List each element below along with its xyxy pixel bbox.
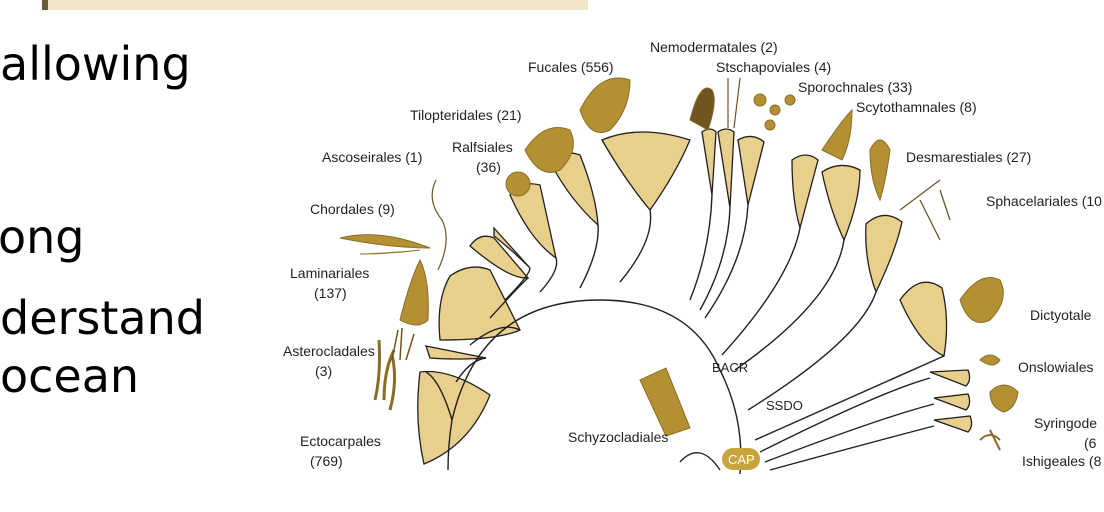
ascoseirales-alga-icon — [432, 180, 446, 270]
label-ishigeales: Ishigeales (8 — [1022, 453, 1102, 469]
branch-onslowiales — [760, 378, 930, 452]
label-schyzocladiales: Schyzocladiales — [568, 429, 668, 445]
label-stschapoviales: Stschapoviales (4) — [716, 59, 831, 75]
sporochnales-alga-icon — [754, 94, 795, 130]
branch-stschapo — [700, 208, 730, 310]
label-chordales: Chordales (9) — [310, 201, 395, 217]
label-sphacelariales: Sphacelariales (10 — [986, 193, 1102, 209]
clade-laminariales — [439, 267, 520, 340]
clade-stschapoviales — [718, 129, 734, 208]
label-ascoseirales: Ascoseirales (1) — [322, 149, 422, 165]
clade-syringodermatales — [934, 394, 970, 410]
branch-scytothamnales — [722, 228, 800, 355]
label-laminariales-2: (137) — [314, 285, 347, 301]
dictyotales-alga-icon — [960, 278, 1003, 323]
clade-onslowiales — [930, 370, 970, 386]
ralfsiales-alga-icon — [506, 172, 530, 196]
label-nemodermatales: Nemodermatales (2) — [650, 39, 778, 55]
label-ectocarpales-1: Ectocarpales — [300, 433, 381, 449]
clade-ectocarpales — [418, 371, 490, 464]
label-syringodermatales-2: (6 — [1084, 435, 1097, 451]
label-dictyotales: Dictyotale — [1030, 307, 1092, 323]
label-syringodermatales-1: Syringode — [1034, 415, 1097, 431]
label-laminariales-1: Laminariales — [290, 265, 369, 281]
ectocarpales-alga-icon — [375, 340, 395, 410]
onslowiales-alga-icon — [980, 355, 1000, 365]
marker-ssdo: SSDO — [766, 398, 803, 413]
label-ralfsiales-2: (36) — [476, 159, 501, 175]
branch-fucales-b — [620, 210, 651, 282]
label-desmarestiales: Desmarestiales (27) — [906, 149, 1031, 165]
branch-tilopteridales — [540, 258, 557, 292]
clade-fucales-b — [602, 132, 690, 210]
ishigeales-alga-icon — [980, 430, 1000, 450]
branch-sphacelariales — [748, 292, 876, 410]
stschapoviales-alga-icon — [728, 78, 740, 128]
laminariales-alga-icon — [400, 260, 428, 325]
clade-sporochnales — [738, 136, 764, 205]
clade-ishigeales — [934, 416, 972, 432]
clade-triangles — [418, 129, 972, 464]
branch-ishigeales — [770, 426, 934, 470]
syringodermatales-alga-icon — [990, 385, 1018, 412]
branch-nemo — [690, 195, 712, 300]
label-ectocarpales-2: (769) — [310, 453, 343, 469]
label-sporochnales: Sporochnales (33) — [798, 79, 912, 95]
branch-fucales-a — [580, 225, 598, 288]
clade-asterocladales — [426, 346, 486, 359]
clade-dictyotales — [900, 282, 947, 356]
label-tilopteridales: Tilopteridales (21) — [410, 107, 522, 123]
asterocladales-alga-icon — [392, 328, 414, 360]
desmarestiales-alga-icon — [870, 140, 890, 200]
fucales-alga-icon — [580, 78, 630, 133]
nemodermatales-alga-icon — [690, 88, 714, 130]
chordales-alga-icon — [340, 235, 430, 254]
label-asterocladales-1: Asterocladales — [283, 343, 375, 359]
label-asterocladales-2: (3) — [315, 363, 332, 379]
clade-nemodermatales — [702, 129, 716, 195]
clade-sphacelariales — [866, 215, 902, 292]
marker-bacr: BACR — [712, 360, 748, 375]
marker-cap: CAP — [728, 452, 755, 467]
label-onslowiales: Onslowiales — [1018, 359, 1093, 375]
label-fucales: Fucales (556) — [528, 59, 614, 75]
schyzocladiales-alga-icon — [640, 368, 690, 436]
branch-schyzocladiales — [680, 453, 720, 470]
clade-scytothamnales — [792, 155, 818, 228]
order-labels: Ectocarpales (769) Asterocladales (3) La… — [283, 39, 1102, 469]
label-ralfsiales-1: Ralfsiales — [452, 139, 513, 155]
clade-desmarestiales — [822, 165, 860, 240]
sphacelariales-alga-icon — [900, 180, 950, 240]
label-scytothamnales: Scytothamnales (8) — [856, 99, 977, 115]
scytothamnales-alga-icon — [822, 110, 852, 160]
branch-sporochnales — [705, 205, 748, 318]
